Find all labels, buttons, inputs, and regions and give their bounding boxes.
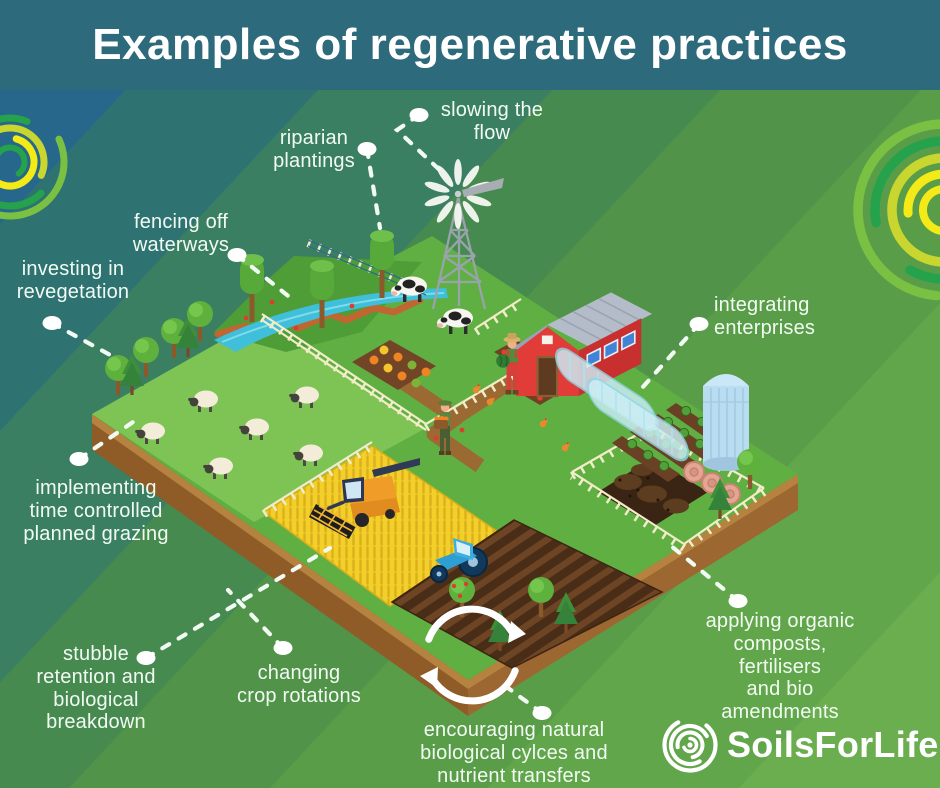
callout-slowing-the-flow: slowing the flow bbox=[440, 99, 544, 144]
connector-implementing-grazing bbox=[76, 417, 139, 462]
land-edge-left bbox=[92, 414, 468, 689]
callout-dot-slowing-the-flow bbox=[409, 108, 429, 122]
header-bar: Examples of regenerative practices bbox=[0, 0, 940, 90]
callout-dot-integrating-enterprises bbox=[689, 317, 709, 331]
callout-dot-stubble-retention bbox=[136, 651, 156, 665]
callout-stubble-retention: stubble retention and biological breakdo… bbox=[36, 643, 156, 734]
soils-for-life-logo-icon bbox=[662, 717, 718, 773]
trees bbox=[105, 230, 763, 651]
windmill-tail-vane bbox=[462, 178, 504, 197]
callout-applying-composts: applying organic composts, fertilisers a… bbox=[705, 610, 855, 724]
tractor-icon bbox=[430, 538, 488, 583]
connector-applying-composts bbox=[667, 542, 741, 604]
compost-patch bbox=[598, 458, 708, 526]
callout-changing-crop-rotations: changing crop rotations bbox=[237, 662, 361, 707]
callout-integrating-enterprises: integrating enterprises bbox=[714, 294, 816, 339]
pumpkin-patch bbox=[352, 340, 436, 390]
callout-riparian-plantings: riparian plantings bbox=[273, 127, 355, 172]
connector-integrating-enterprises bbox=[639, 321, 702, 391]
callout-dot-changing-crop-rotations bbox=[273, 641, 293, 655]
concentric-rings-decoration-right bbox=[853, 119, 940, 301]
connector-investing-in-revegetation bbox=[49, 320, 115, 359]
cycle-arrows-icon bbox=[420, 605, 526, 705]
connector-changing-crop-rotations bbox=[225, 587, 286, 651]
greenhouses bbox=[555, 347, 689, 462]
windmill bbox=[424, 159, 504, 310]
callout-fencing-off-waterways: fencing off waterways bbox=[132, 211, 230, 256]
callout-encouraging-cycles: encouraging natural biological cylces an… bbox=[420, 719, 608, 787]
callout-dot-applying-composts bbox=[728, 594, 748, 608]
connector-riparian-plantings bbox=[364, 146, 383, 231]
callout-dot-implementing-grazing bbox=[69, 452, 89, 466]
page-title: Examples of regenerative practices bbox=[92, 20, 848, 69]
callout-dot-investing-in-revegetation bbox=[42, 316, 62, 330]
callout-implementing-grazing: implementing time controlled planned gra… bbox=[23, 477, 169, 545]
callout-dot-encouraging-cycles bbox=[532, 706, 552, 720]
callout-dot-fencing-off-waterways bbox=[227, 248, 247, 262]
combine-harvester-icon bbox=[309, 458, 420, 539]
connector-slowing-the-flow bbox=[393, 112, 448, 178]
connector-stubble-retention bbox=[143, 545, 333, 661]
isometric-farm-illustration bbox=[92, 159, 798, 716]
farmer-with-basket bbox=[434, 400, 452, 455]
fallen-apples bbox=[243, 299, 465, 441]
callout-investing-in-revegetation: investing in revegetation bbox=[16, 258, 130, 303]
callout-connectors bbox=[42, 108, 748, 720]
callout-dot-riparian-plantings bbox=[357, 142, 377, 156]
windmill-blades bbox=[424, 159, 492, 229]
connector-fencing-off-waterways bbox=[234, 252, 295, 302]
soils-for-life-wordmark: SoilsForLife bbox=[727, 724, 939, 765]
concentric-rings-decoration-left bbox=[0, 104, 68, 220]
farmer-with-watermelon bbox=[496, 333, 521, 395]
